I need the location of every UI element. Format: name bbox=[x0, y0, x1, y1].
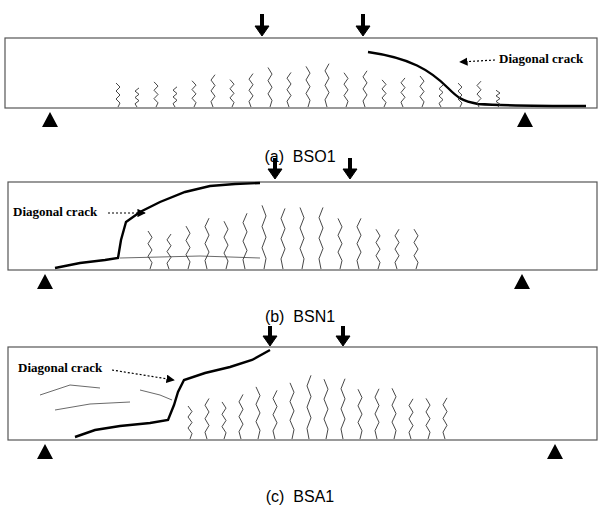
crack-label: Diagonal crack bbox=[498, 52, 584, 66]
panel-caption: (b) BSN1 bbox=[265, 308, 335, 326]
flexural-cracks bbox=[116, 64, 500, 439]
secondary-crack bbox=[120, 256, 260, 258]
diagonal-crack bbox=[55, 183, 260, 268]
load-arrow bbox=[255, 14, 370, 36]
diagonal-crack bbox=[75, 350, 270, 437]
beam bbox=[5, 38, 597, 108]
support bbox=[42, 112, 533, 127]
crack-label: Diagonal crack bbox=[12, 205, 98, 219]
beam bbox=[8, 347, 597, 440]
leader-line bbox=[108, 212, 145, 213]
secondary-crack bbox=[40, 385, 172, 410]
leader-line bbox=[112, 370, 174, 380]
panel-caption: (c) BSA1 bbox=[266, 488, 334, 506]
crack-label: Diagonal crack bbox=[17, 361, 103, 375]
support bbox=[37, 444, 563, 459]
support bbox=[37, 274, 530, 289]
load-arrow bbox=[263, 326, 350, 346]
beam bbox=[8, 182, 597, 270]
leader-line bbox=[460, 60, 495, 62]
panel-caption: (a) BSO1 bbox=[264, 148, 335, 166]
diagonal-crack bbox=[368, 52, 586, 106]
